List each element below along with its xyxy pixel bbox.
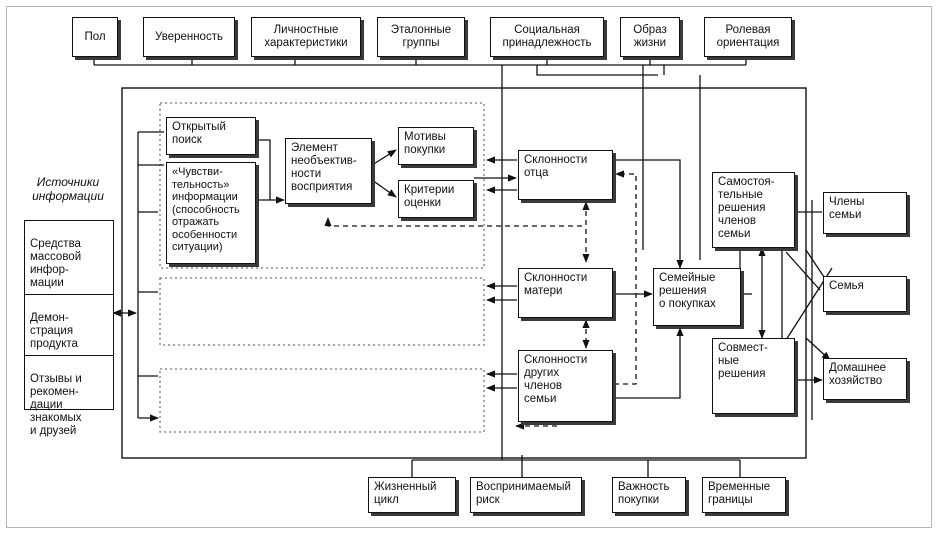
factor-time-limits: Временные границы [702,477,786,513]
autonomous-decisions-box: Самостоя- тельные решения членов семьи [712,172,795,248]
outcome-family: Семья [823,276,907,312]
factor-gender: Пол [72,17,118,57]
purchase-motives-box: Мотивы покупки [398,127,474,165]
father-predisposition-box: Склонности отца [518,150,613,200]
factor-social-class: Социальная принадлежность [490,17,604,57]
perception-to-criteria [371,179,397,198]
sources-stack: Средства массовой инфор- мации Демон- ст… [24,220,114,437]
top-feed-lines [501,65,701,460]
cross-lines [781,248,832,360]
others-to-decisions [614,327,684,399]
search-to-perception [257,139,284,200]
dashed-feedback-perception [324,217,582,227]
information-sensitivity-box: «Чувстви- тельность» информации (способн… [166,162,256,264]
figure-frame [6,6,932,528]
factor-role-orientation: Ролевая ориентация [704,17,792,57]
dashed-others-father [614,170,637,385]
factor-life-cycle: Жизненный цикл [368,477,456,513]
factor-lifestyle: Образ жизни [620,17,680,57]
sources-label: Источники информации [32,175,104,203]
search-panel-1 [159,102,485,269]
top-bus [93,58,747,66]
outcome-household: Домашнее хозяйство [823,358,907,400]
joint-decisions-box: Совмест- ные решения [712,338,795,414]
factor-confidence: Уверенность [143,17,235,57]
factor-purchase-importance: Важность покупки [612,477,686,513]
factor-reference-groups: Эталонные группы [377,17,465,57]
factor-personality: Личностные характеристики [251,17,361,57]
search-panel-2 [159,277,485,346]
mother-predisposition-box: Склонности матери [518,268,613,318]
evaluation-criteria-box: Критерии оценки [398,180,474,218]
decision-process-container [121,87,807,459]
source-product-demo: Демон- страция продукта [25,308,113,356]
source-referrals: Отзывы и рекомен- дации знакомых и друзе… [30,373,82,437]
factor-perceived-risk: Воспринимаемый риск [470,477,582,513]
father-to-decisions [614,159,684,269]
open-search-box: Открытый поиск [166,117,256,155]
outcome-family-members: Члены семьи [823,192,907,234]
left-arrows [138,131,164,418]
perception-bias-box: Элемент необъектив- ности восприятия [285,138,372,204]
others-predisposition-box: Склонности других членов семьи [518,350,613,422]
types-to-outcomes [796,211,822,380]
bottom-bus [411,455,741,477]
family-decisions-box: Семейные решения о покупках [653,268,741,326]
perception-to-motives [371,149,397,166]
source-mass-media: Средства массовой инфор- мации [25,234,113,295]
search-panel-3 [159,368,485,433]
